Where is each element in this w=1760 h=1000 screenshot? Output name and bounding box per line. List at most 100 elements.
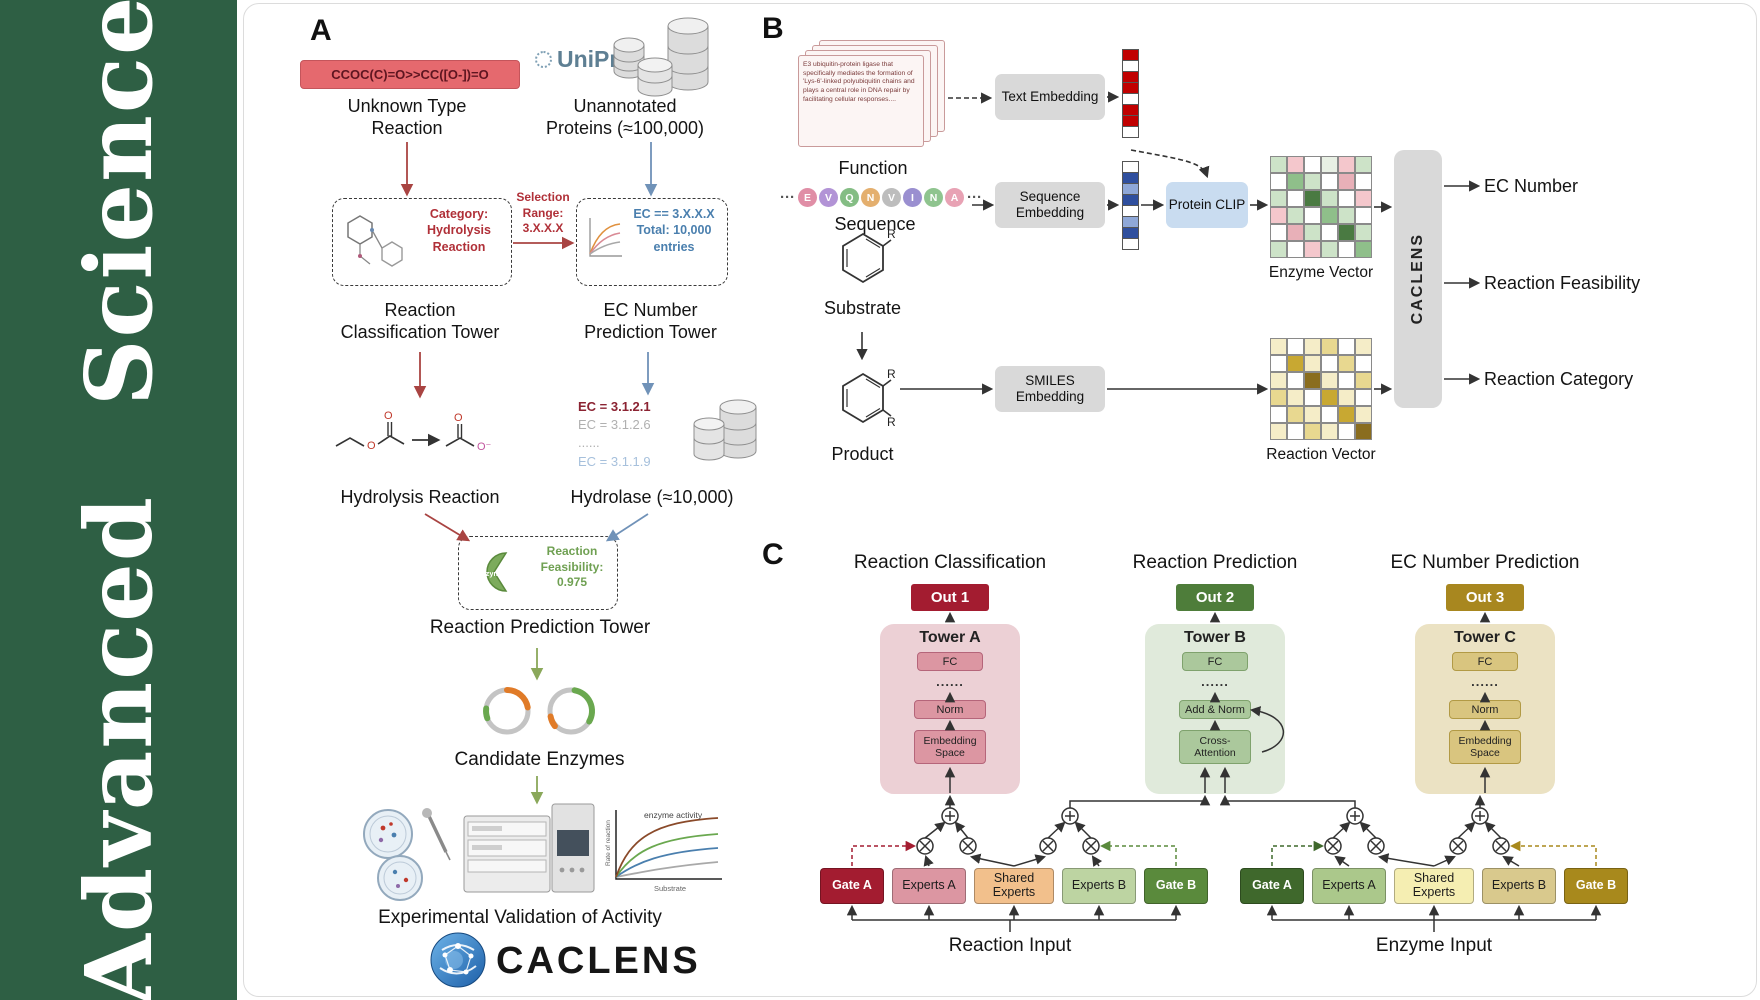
validation-caption: Experimental Validation of Activity	[378, 907, 662, 928]
matrix-cell	[1287, 406, 1304, 423]
matrix-cell	[1321, 173, 1338, 190]
matrix-cell	[1287, 355, 1304, 372]
svg-text:O: O	[367, 440, 376, 452]
matrix-cell	[1321, 224, 1338, 241]
matrix-cell	[1304, 156, 1321, 173]
matrix-cell	[1338, 207, 1355, 224]
matrix-cell	[1321, 406, 1338, 423]
vector-cell	[1122, 126, 1139, 138]
experts-b-left: Experts B	[1062, 868, 1136, 904]
matrix-cell	[1270, 389, 1287, 406]
curves-mini-icon	[589, 218, 622, 257]
matrix-cell	[1338, 355, 1355, 372]
matrix-cell	[1287, 173, 1304, 190]
matrix-cell	[1270, 372, 1287, 389]
tower-c-embedding-space: Embedding Space	[1449, 730, 1521, 764]
matrix-cell	[1287, 190, 1304, 207]
tower-b: Tower B FC ...... Add & Norm Cross-Atten…	[1145, 624, 1285, 794]
plasmid-icon	[483, 687, 531, 735]
shared-experts-left: Shared Experts	[974, 868, 1054, 904]
residue-token: E	[798, 188, 817, 207]
matrix-cell	[1270, 423, 1287, 440]
experts-b-right: Experts B	[1482, 868, 1556, 904]
matrix-cell	[1321, 241, 1338, 258]
matrix-cell	[1321, 423, 1338, 440]
experts-a-right: Experts A	[1312, 868, 1386, 904]
product-caption: Product	[831, 444, 894, 464]
sequence-embedding-box: Sequence Embedding	[995, 182, 1105, 228]
matrix-cell	[1287, 389, 1304, 406]
matrix-cell	[1270, 190, 1287, 207]
feasibility-text: Reaction Feasibility: 0.975	[540, 544, 604, 590]
tower-c: Tower C FC ...... Norm Embedding Space	[1415, 624, 1555, 794]
sequence-caption: Sequence	[834, 214, 916, 234]
tower-a-fc: FC	[917, 652, 983, 671]
matrix-cell	[1338, 423, 1355, 440]
residue-token: I	[903, 188, 922, 207]
prediction-tower-caption: Reaction Prediction Tower	[429, 617, 651, 638]
molecule-doodle-icon	[347, 215, 403, 267]
shared-experts-right: Shared Experts	[1394, 868, 1474, 904]
enzyme-input-label: Enzyme Input	[1375, 935, 1493, 956]
product-structure: R R	[842, 367, 896, 429]
matrix-cell	[1270, 241, 1287, 258]
reaction-feasibility-box	[458, 536, 618, 610]
matrix-cell	[1270, 406, 1287, 423]
matrix-cell	[1321, 156, 1338, 173]
hydrolase-caption: Hydrolase (≈10,000)	[570, 487, 734, 507]
experts-a-left: Experts A	[892, 868, 966, 904]
matrix-cell	[1355, 423, 1372, 440]
matrix-cell	[1338, 241, 1355, 258]
matrix-cell	[1287, 207, 1304, 224]
tower-b-dots: ......	[1201, 674, 1229, 689]
protein-clip-box: Protein CLIP	[1166, 182, 1248, 228]
matrix-cell	[1321, 207, 1338, 224]
text-embedding-vector	[1122, 49, 1139, 138]
matrix-cell	[1355, 173, 1372, 190]
enzyme-vector-label: Enzyme Vector	[1268, 264, 1374, 281]
tower-a-embedding-space: Embedding Space	[914, 730, 986, 764]
residue-token: N	[861, 188, 880, 207]
reaction-vector-matrix	[1270, 338, 1372, 440]
tower-a-norm: Norm	[914, 700, 986, 719]
residue-token: N	[924, 188, 943, 207]
ec-prediction-tower-caption: EC Number Prediction Tower	[584, 300, 717, 342]
ec-number-list: EC = 3.1.2.1 EC = 3.1.2.6 ...... EC = 3.…	[578, 399, 651, 469]
matrix-cell	[1355, 224, 1372, 241]
hydrolysis-reaction-caption: Hydrolysis Reaction	[340, 487, 500, 507]
svg-text:R: R	[887, 415, 896, 429]
tower-c-dots: ......	[1471, 674, 1499, 689]
substrate-structure: R	[842, 227, 896, 284]
matrix-cell	[1338, 173, 1355, 190]
output-ec-number: EC Number	[1484, 176, 1579, 196]
matrix-cell	[1321, 389, 1338, 406]
matrix-cell	[1270, 173, 1287, 190]
tower-c-norm: Norm	[1449, 700, 1521, 719]
gate-b-right: Gate B	[1564, 868, 1628, 904]
svg-text:O⁻: O⁻	[477, 441, 492, 453]
matrix-cell	[1304, 190, 1321, 207]
smiles-embedding-box: SMILES Embedding	[995, 366, 1105, 412]
tower-a: Tower A FC ...... Norm Embedding Space	[880, 624, 1020, 794]
text-embedding-box: Text Embedding	[995, 74, 1105, 120]
matrix-cell	[1304, 224, 1321, 241]
hplc-instrument-icon	[463, 803, 595, 893]
matrix-cell	[1304, 207, 1321, 224]
hydrolysis-structures: O O O O⁻	[335, 410, 492, 453]
caclens-module-box: CACLENS	[1394, 150, 1442, 408]
function-card-front: E3 ubiquitin-protein ligase that specifi…	[798, 55, 924, 147]
reaction-smiles-box: CCOC(C)=O>>CC([O-])=O	[300, 60, 520, 89]
matrix-cell	[1287, 338, 1304, 355]
journal-sidebar: Advanced Science	[0, 0, 237, 1000]
matrix-cell	[1321, 190, 1338, 207]
category-text: Category: Hydrolysis Reaction	[427, 207, 491, 254]
enzyme-blob-icon: Enzyme	[476, 552, 508, 592]
output-reaction-category: Reaction Category	[1484, 369, 1634, 389]
out2-box: Out 2	[1176, 584, 1254, 611]
database-stack-small-icon	[693, 399, 757, 461]
matrix-cell	[1338, 338, 1355, 355]
vector-cell	[1122, 238, 1139, 250]
